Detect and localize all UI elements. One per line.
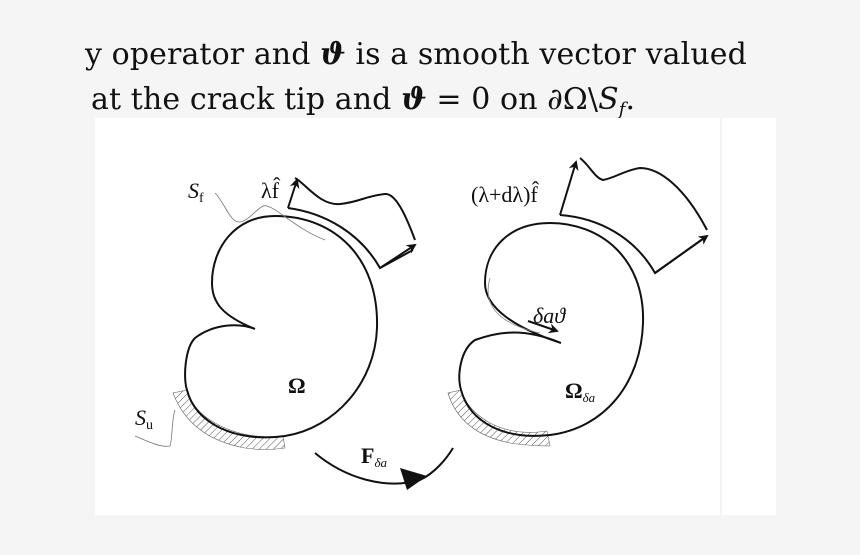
- right-original-crack: [487, 277, 541, 334]
- left-traction-zone: [287, 207, 414, 270]
- left-su-wavy-line: [134, 409, 176, 447]
- theta-symbol: ϑ: [401, 82, 427, 117]
- paragraph-line-1: y operator and ϑ is a smooth vector valu…: [85, 38, 747, 72]
- paragraph-line-2: at the crack tip and ϑ = 0 on ∂Ω\Sf.: [91, 83, 635, 127]
- right-body-boundary: [458, 221, 645, 437]
- figure-divider: [720, 118, 722, 515]
- mapping-arrow-group: Fδa: [314, 443, 454, 490]
- left-load-label: λf̂: [261, 178, 281, 203]
- right-omega-label: Ωδa: [565, 378, 596, 405]
- line2-equation: = 0 on ∂Ω\: [426, 82, 599, 117]
- crack-domain-figure: Sf λf̂ Ω Su Fδa: [95, 118, 776, 515]
- right-crack-extension-label: δaϑ: [533, 303, 566, 328]
- right-load-label: (λ+dλ)f̂: [471, 182, 539, 207]
- figure-diagram: Sf λf̂ Ω Su Fδa: [134, 157, 709, 490]
- right-load-arrow-1: [559, 160, 579, 216]
- line1-text-after: is a smooth vector valued: [345, 37, 747, 72]
- right-body: (λ+dλ)f̂ δaϑ Ωδa: [447, 157, 709, 447]
- left-body: Sf λf̂ Ω Su: [134, 177, 417, 450]
- boundary-symbol: S: [598, 82, 619, 117]
- left-traction-top: [294, 177, 416, 241]
- right-traction-zone: [559, 214, 708, 275]
- crack-extension-arrow: [527, 320, 559, 334]
- mapping-label: Fδa: [361, 443, 387, 470]
- left-sf-label: Sf: [188, 178, 204, 206]
- right-traction-top: [579, 157, 708, 231]
- left-load-arrow-1: [287, 178, 300, 209]
- left-su-label: Su: [135, 405, 153, 433]
- mapping-arrow-tail: [419, 447, 454, 481]
- left-support-hatch: [172, 389, 286, 450]
- right-load-arrow-2: [654, 234, 709, 274]
- mapping-arrowhead-icon: [400, 468, 427, 490]
- right-support-hatch: [447, 389, 551, 447]
- line2-text-before: at the crack tip and: [91, 82, 402, 117]
- left-omega-label: Ω: [288, 373, 306, 398]
- left-load-arrow-2: [379, 243, 417, 269]
- boundary-subscript: f: [618, 99, 626, 120]
- line2-period: .: [625, 82, 636, 117]
- left-body-boundary: [184, 214, 379, 439]
- theta-symbol: ϑ: [320, 37, 346, 72]
- line1-text-before: y operator and: [85, 37, 321, 72]
- left-sf-wavy-line: [214, 192, 326, 241]
